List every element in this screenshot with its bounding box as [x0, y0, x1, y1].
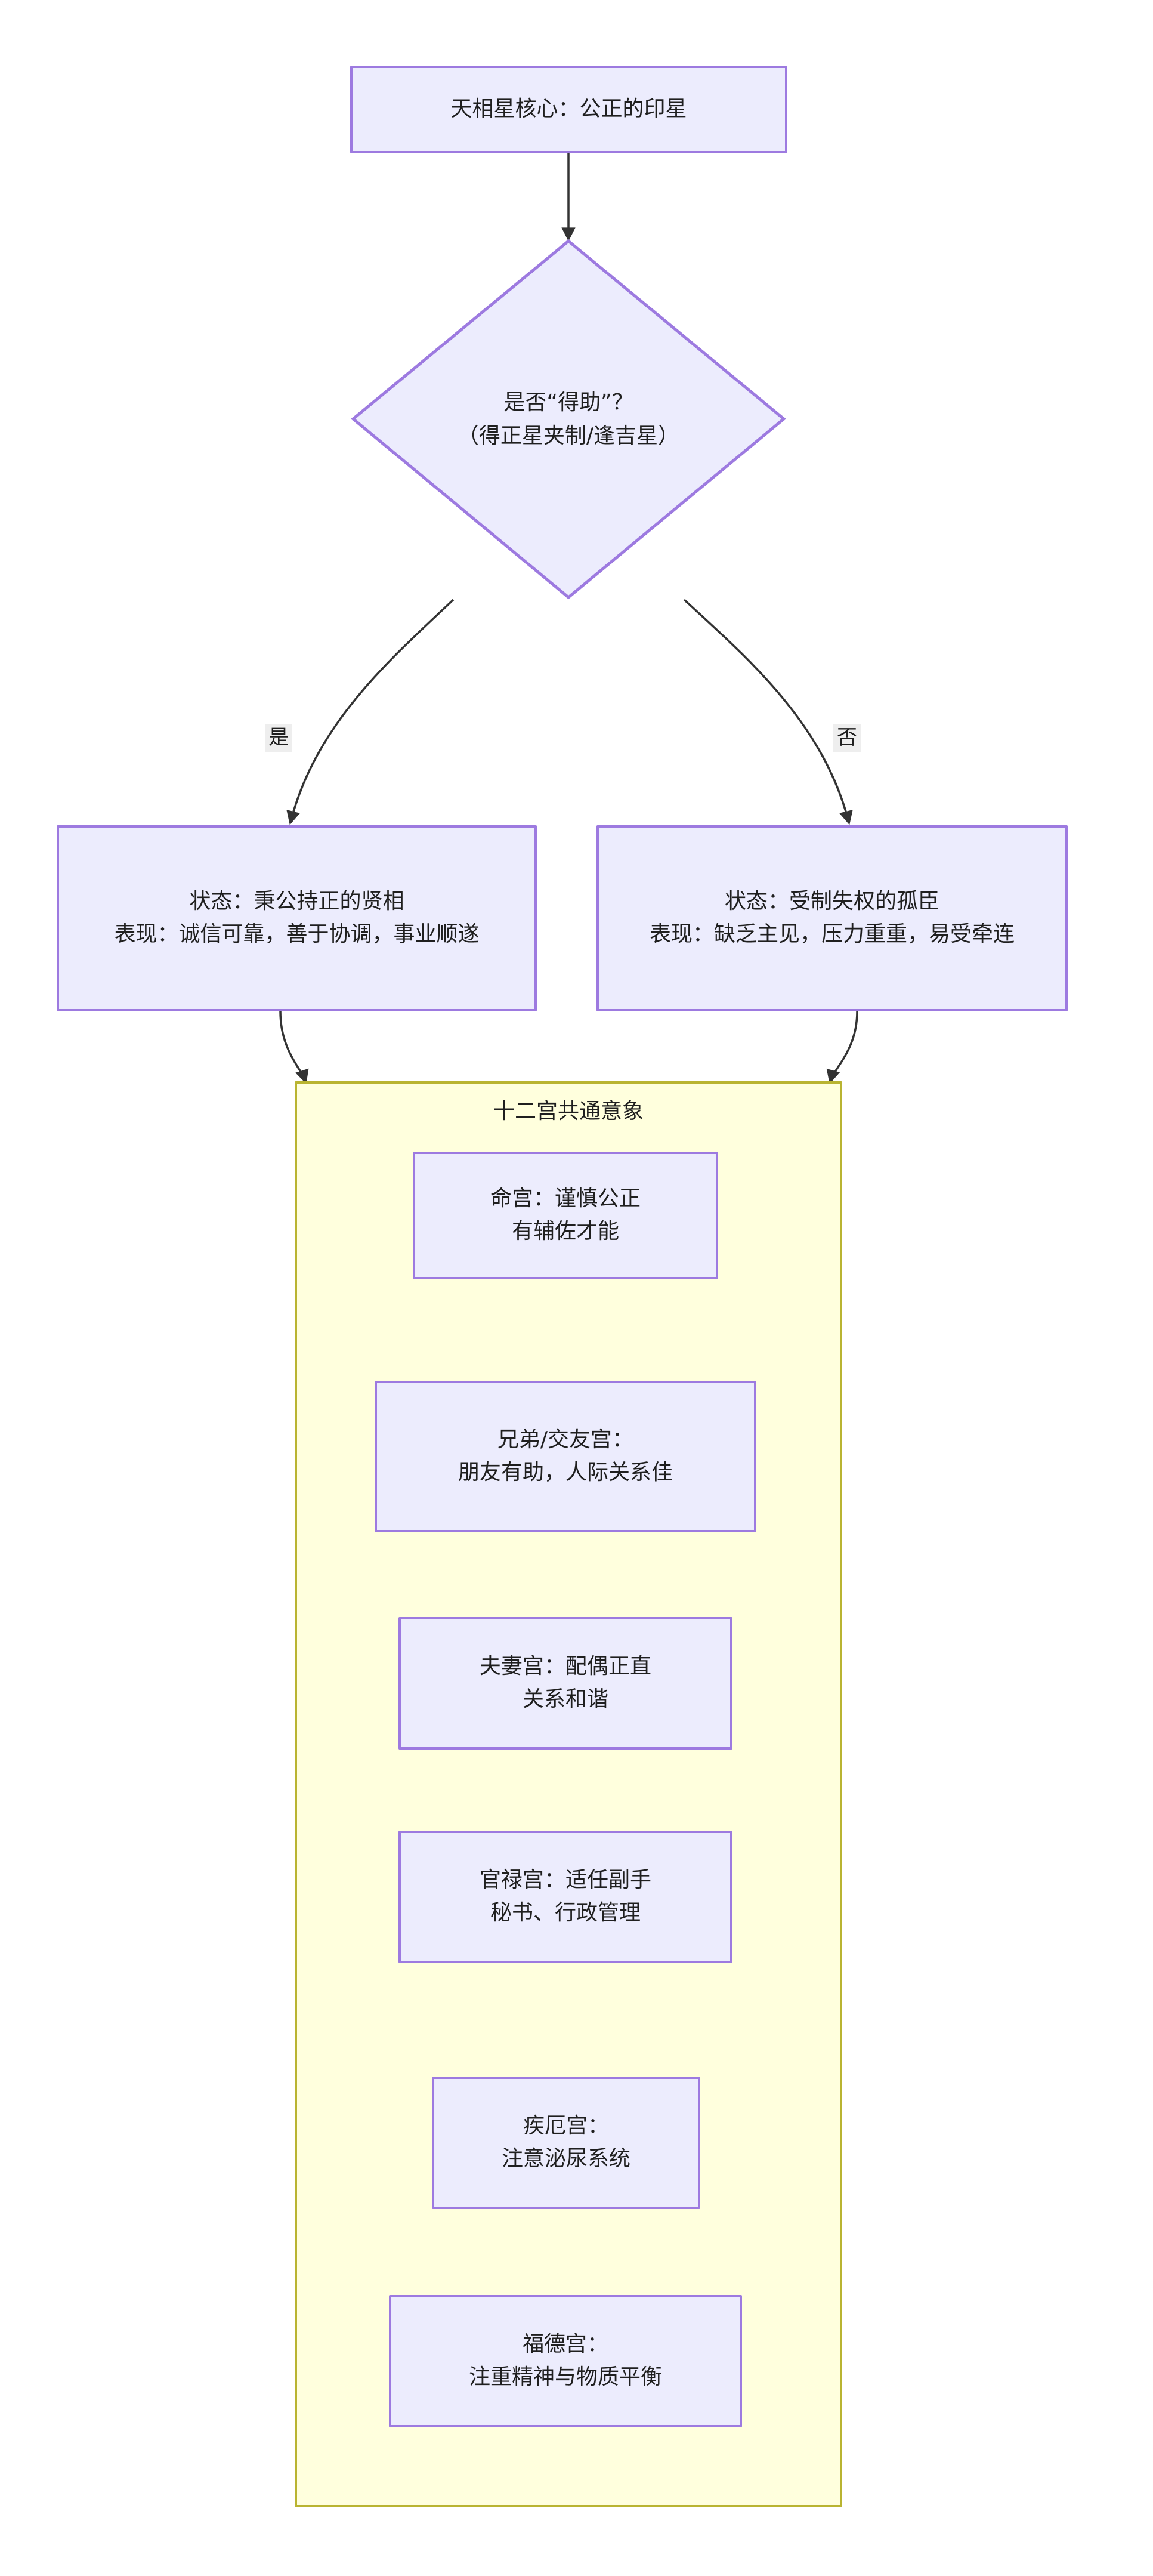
node-decision[interactable]: 是否“得助”？ （得正星夹制/逢吉星） [351, 239, 786, 600]
node-state-yes-label: 状态：秉公持正的贤相 表现：诚信可靠，善于协调，事业顺遂 [114, 889, 480, 946]
node-root-label: 天相星核心：公正的印星 [450, 97, 687, 122]
diamond-shape-icon [351, 239, 786, 600]
edge-state-yes-to-cluster [279, 1011, 309, 1084]
cluster-title: 十二宫共通意象 [493, 1099, 644, 1124]
node-palace-fortune[interactable]: 福德宫： 注重精神与物质平衡 [389, 2295, 742, 2427]
node-palace-spouse[interactable]: 夫妻宫：配偶正直 关系和谐 [398, 1617, 732, 1750]
cluster-twelve-palaces: 十二宫共通意象 [295, 1081, 842, 2507]
edge-decision-to-state-yes [286, 599, 455, 825]
node-palace-siblings-friends[interactable]: 兄弟/交友宫： 朋友有助，人际关系佳 [375, 1381, 756, 1532]
node-palace-health[interactable]: 疾厄宫： 注意泌尿系统 [432, 2077, 700, 2209]
node-root[interactable]: 天相星核心：公正的印星 [350, 66, 787, 153]
node-palace-ming[interactable]: 命宫：谨慎公正 有辅佐才能 [413, 1152, 718, 1279]
node-palace-career[interactable]: 官禄宫：适任副手 秘书、行政管理 [398, 1831, 732, 1963]
node-palace-career-label: 官禄宫：适任副手 秘书、行政管理 [479, 1868, 651, 1925]
edge-decision-to-state-no [683, 599, 853, 825]
node-palace-siblings-friends-label: 兄弟/交友宫： 朋友有助，人际关系佳 [458, 1427, 673, 1485]
node-palace-spouse-label: 夫妻宫：配偶正直 关系和谐 [479, 1654, 651, 1711]
edge-label-no: 否 [833, 724, 861, 752]
node-palace-health-label: 疾厄宫： 注意泌尿系统 [501, 2114, 630, 2171]
node-palace-ming-label: 命宫：谨慎公正 有辅佐才能 [490, 1186, 641, 1244]
node-palace-fortune-label: 福德宫： 注重精神与物质平衡 [468, 2332, 662, 2389]
node-state-no[interactable]: 状态：受制失权的孤臣 表现：缺乏主见，压力重重，易受牵连 [596, 825, 1068, 1011]
node-state-no-label: 状态：受制失权的孤臣 表现：缺乏主见，压力重重，易受牵连 [649, 889, 1015, 946]
edge-label-yes: 是 [265, 724, 292, 752]
edge-state-no-to-cluster [826, 1011, 858, 1084]
node-decision-label: 是否“得助”？ （得正星夹制/逢吉星） [457, 390, 680, 448]
node-state-yes[interactable]: 状态：秉公持正的贤相 表现：诚信可靠，善于协调，事业顺遂 [57, 825, 537, 1011]
